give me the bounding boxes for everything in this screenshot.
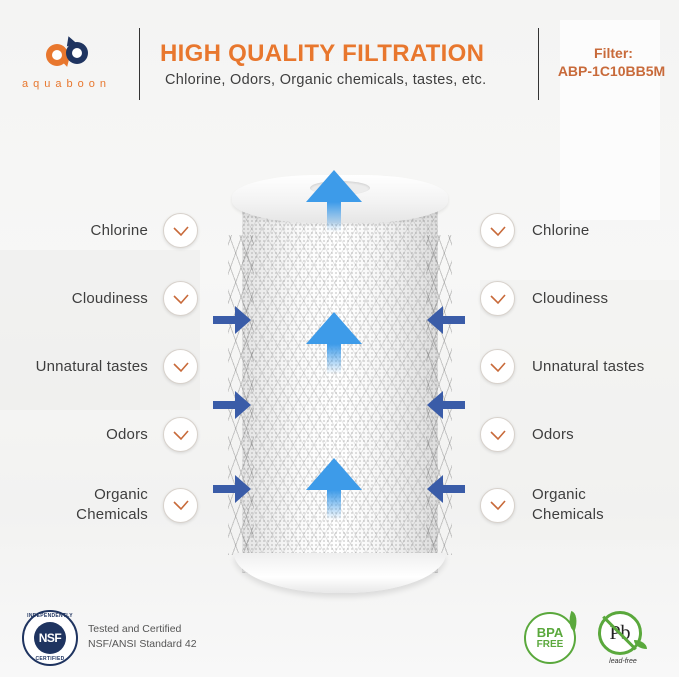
inflow-arrow-right-icon bbox=[213, 306, 251, 334]
benefit-item: Cloudiness bbox=[480, 281, 608, 316]
header-divider bbox=[139, 28, 140, 100]
check-icon bbox=[480, 349, 515, 384]
subheadline: Chlorine, Odors, Organic chemicals, tast… bbox=[165, 72, 487, 88]
inflow-arrow-left-icon bbox=[427, 391, 465, 419]
free-text: FREE bbox=[536, 638, 564, 650]
nsf-ring-top-text: INDEPENDENTLY bbox=[27, 613, 73, 619]
background-kitchen-shape bbox=[0, 250, 200, 410]
benefit-item: Chlorine bbox=[480, 213, 589, 248]
benefit-label: Odors bbox=[532, 425, 574, 443]
filter-model-number: ABP-1C10BB5M bbox=[557, 63, 666, 79]
check-icon bbox=[163, 349, 198, 384]
benefit-item: Cloudiness bbox=[72, 281, 198, 316]
benefit-item: Odors bbox=[106, 417, 198, 452]
bpa-free-badge-icon: BPA FREE bbox=[524, 612, 576, 664]
nsf-badge-text: NSF bbox=[34, 622, 66, 654]
lead-free-badge-icon: Pb bbox=[598, 611, 642, 655]
benefit-item: Chlorine bbox=[91, 213, 198, 248]
benefit-label: Cloudiness bbox=[532, 289, 609, 307]
benefit-label: Cloudiness bbox=[71, 289, 148, 307]
nsf-ring-bottom-text: CERTIFIED bbox=[35, 656, 65, 662]
filter-label: Filter: bbox=[594, 45, 633, 61]
brand-name: aquaboon bbox=[22, 78, 111, 90]
benefit-label: Chlorine bbox=[90, 221, 148, 239]
background-kitchen-shape bbox=[480, 280, 679, 540]
check-icon bbox=[163, 417, 198, 452]
bpa-text: BPA bbox=[536, 624, 564, 640]
lead-free-caption: lead-free bbox=[609, 658, 637, 665]
check-icon bbox=[480, 487, 515, 523]
background-kitchen-shape bbox=[560, 20, 660, 220]
benefit-item: Organic Chemicals bbox=[480, 485, 604, 525]
benefit-label: Unnatural tastes bbox=[35, 357, 148, 375]
brand-logo: aquaboon bbox=[22, 34, 122, 90]
certification-line-2: NSF/ANSI Standard 42 bbox=[88, 638, 197, 650]
benefit-item: Unnatural tastes bbox=[36, 349, 198, 384]
benefit-item: Organic Chemicals bbox=[76, 485, 198, 525]
check-icon bbox=[163, 487, 198, 523]
leaf-icon bbox=[634, 640, 647, 649]
brand-logo-mark-icon bbox=[46, 34, 92, 74]
check-icon bbox=[480, 281, 515, 316]
end-cap-bottom bbox=[234, 553, 446, 593]
benefit-label: Unnatural tastes bbox=[532, 357, 645, 375]
flow-up-arrow-icon bbox=[306, 458, 362, 520]
certification-line-1: Tested and Certified bbox=[88, 623, 182, 635]
check-icon bbox=[480, 213, 515, 248]
flow-up-arrow-icon bbox=[306, 170, 362, 232]
inflow-arrow-left-icon bbox=[427, 475, 465, 503]
benefit-item: Odors bbox=[480, 417, 574, 452]
nsf-badge-icon: INDEPENDENTLY NSF CERTIFIED bbox=[22, 610, 78, 666]
check-icon bbox=[163, 213, 198, 248]
filter-cartridge-image bbox=[228, 175, 452, 595]
headline: HIGH QUALITY FILTRATION bbox=[160, 40, 485, 67]
benefit-item: Unnatural tastes bbox=[480, 349, 644, 384]
inflow-arrow-right-icon bbox=[213, 475, 251, 503]
benefit-label: Organic Chemicals bbox=[532, 486, 604, 523]
certification-text: Tested and Certified NSF/ANSI Standard 4… bbox=[88, 622, 197, 652]
benefit-label: Organic Chemicals bbox=[76, 486, 148, 523]
inflow-arrow-left-icon bbox=[427, 306, 465, 334]
benefit-label: Odors bbox=[106, 425, 148, 443]
flow-up-arrow-icon bbox=[306, 312, 362, 374]
check-icon bbox=[163, 281, 198, 316]
check-icon bbox=[480, 417, 515, 452]
benefit-label: Chlorine bbox=[532, 221, 590, 239]
inflow-arrow-right-icon bbox=[213, 391, 251, 419]
header-divider bbox=[538, 28, 539, 100]
